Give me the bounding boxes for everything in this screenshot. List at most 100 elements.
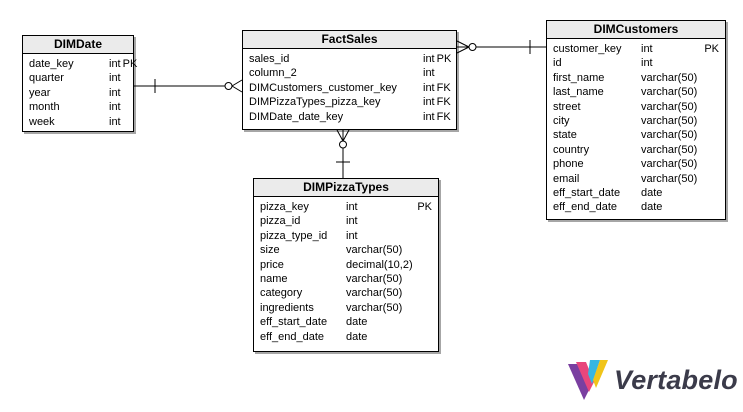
column-type: int [346,215,358,228]
column-key: PK [417,201,432,213]
column-name: customer_key [553,43,622,55]
column-key [697,128,719,142]
column-type: int [109,58,121,70]
column-type: varchar(50) [641,100,698,113]
column-type: date [346,330,368,343]
column-name: DIMPizzaTypes_pizza_key [249,96,381,109]
column-name: category [260,287,303,300]
column-key [402,243,432,257]
column-name: state [553,129,577,142]
column-type: varchar(50) [346,272,403,285]
column-name: country [553,143,590,156]
column-row[interactable]: state varchar(50) [553,128,719,142]
column-row[interactable]: category varchar(50) [260,286,432,300]
column-row[interactable]: eff_end_date date [260,330,432,344]
column-name: id [553,57,562,70]
column-type: int [423,110,435,123]
entity-title: FactSales [243,31,456,49]
relationship-factsales-dimpizzatypes [336,129,350,178]
column-row[interactable]: name varchar(50) [260,272,432,286]
column-row[interactable]: price decimal(10,2) [260,258,432,272]
column-type: varchar(50) [641,172,698,185]
vertabelo-logo: Vertabelo [566,358,738,402]
column-type: decimal(10,2) [346,258,413,271]
column-key: FK [436,110,451,123]
column-type: date [641,201,663,214]
entity-title: DIMCustomers [547,21,725,39]
column-key [121,100,123,114]
column-name: pizza_key [260,201,309,213]
vertabelo-logo-icon [568,360,608,400]
column-name: eff_end_date [260,330,325,343]
relationship-dimdate-factsales [134,79,243,93]
column-name: name [260,272,288,285]
column-row[interactable]: pizza_key int PK [260,200,432,214]
column-type: int [641,43,653,55]
column-type: date [641,186,663,199]
column-name: city [553,114,570,127]
column-type: int [423,53,435,65]
column-key [662,200,719,214]
column-key [402,286,432,300]
column-type: varchar(50) [346,287,403,300]
column-key [697,143,719,157]
column-name: eff_start_date [260,316,328,329]
column-name: last_name [553,86,604,99]
column-name: size [260,244,280,257]
relationship-factsales-dimcustomers [456,40,546,54]
column-name: sales_id [249,53,290,65]
column-key [402,301,432,315]
column-name: phone [553,158,584,171]
column-key [121,86,123,100]
column-name: price [260,258,284,271]
column-key [697,114,719,128]
column-type: int [346,201,358,213]
column-row[interactable]: email varchar(50) [553,172,719,186]
column-key [367,330,432,344]
column-name: column_2 [249,67,297,80]
column-key [653,56,719,70]
column-name: first_name [553,71,605,84]
column-type: int [423,81,435,94]
column-key [435,66,437,80]
column-name: date_key [29,58,74,70]
column-name: email [553,172,580,185]
column-type: varchar(50) [641,129,698,142]
column-key [367,315,432,329]
column-name: ingredients [260,301,314,314]
column-key [697,172,719,186]
column-key: FK [436,96,451,109]
